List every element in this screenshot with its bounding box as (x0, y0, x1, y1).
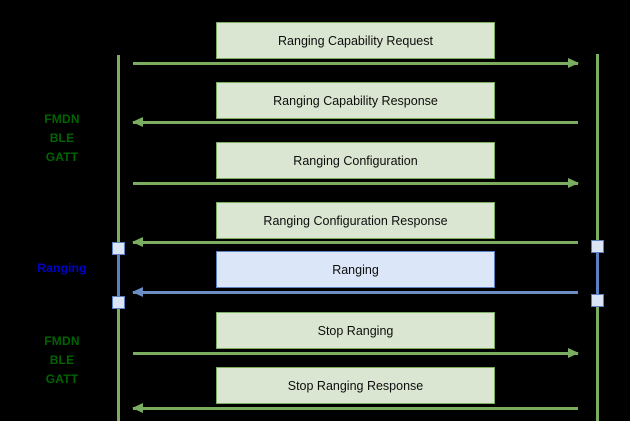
phase-label-line: FMDN (44, 112, 80, 126)
left-lifeline (117, 55, 120, 421)
message-box-ranging-configuration: Ranging Configuration (216, 142, 495, 179)
phase-label-line: Ranging (37, 261, 87, 275)
message-label: Ranging Capability Request (278, 33, 433, 48)
arrow-head-left-icon (132, 117, 143, 127)
phase-label-line: BLE (49, 131, 75, 145)
arrow-head-left-icon (132, 237, 143, 247)
message-arrow-ranging (132, 287, 578, 298)
left-activation-end-box (112, 296, 125, 309)
message-label: Ranging (332, 262, 379, 277)
message-arrow-ranging-capability-request (133, 58, 579, 69)
phase-label-ranging: Ranging (14, 259, 110, 278)
phase-label-fmdn-ble-gatt-top: FMDN BLE GATT (14, 110, 110, 167)
phase-label-fmdn-ble-gatt-bottom: FMDN BLE GATT (14, 332, 110, 389)
message-arrow-stop-ranging (133, 348, 579, 359)
message-arrow-ranging-configuration-response (132, 237, 578, 248)
arrow-shaft (133, 62, 578, 65)
message-box-stop-ranging-response: Stop Ranging Response (216, 367, 495, 404)
phase-label-line: BLE (49, 353, 75, 367)
message-label: Stop Ranging Response (287, 378, 424, 393)
message-label: Stop Ranging (317, 323, 394, 338)
message-box-stop-ranging: Stop Ranging (216, 312, 495, 349)
message-arrow-ranging-capability-response (132, 117, 578, 128)
message-label: Ranging Capability Response (273, 93, 438, 108)
right-lifeline (596, 54, 599, 421)
arrow-head-left-icon (132, 287, 143, 297)
phase-label-line: FMDN (44, 334, 80, 348)
left-activation-start-box (112, 242, 125, 255)
left-activation-line (117, 248, 120, 302)
phase-label-line: GATT (45, 372, 79, 386)
arrow-head-right-icon (568, 178, 579, 188)
arrow-head-right-icon (568, 348, 579, 358)
arrow-shaft (133, 241, 578, 244)
arrow-shaft (133, 352, 578, 355)
message-label: Ranging Configuration (293, 153, 418, 168)
arrow-head-left-icon (132, 403, 143, 413)
arrow-shaft (133, 407, 578, 410)
arrow-shaft (133, 121, 578, 124)
right-activation-line (596, 246, 599, 300)
message-arrow-ranging-configuration (133, 178, 579, 189)
message-label: Ranging Configuration Response (263, 213, 448, 228)
right-activation-start-box (591, 240, 604, 253)
message-box-ranging: Ranging (216, 251, 495, 288)
message-box-ranging-capability-response: Ranging Capability Response (216, 82, 495, 119)
arrow-head-right-icon (568, 58, 579, 68)
right-activation-end-box (591, 294, 604, 307)
arrow-shaft (133, 291, 578, 294)
arrow-shaft (133, 182, 578, 185)
message-box-ranging-capability-request: Ranging Capability Request (216, 22, 495, 59)
message-box-ranging-configuration-response: Ranging Configuration Response (216, 202, 495, 239)
message-arrow-stop-ranging-response (132, 403, 578, 414)
phase-label-line: GATT (45, 150, 79, 164)
